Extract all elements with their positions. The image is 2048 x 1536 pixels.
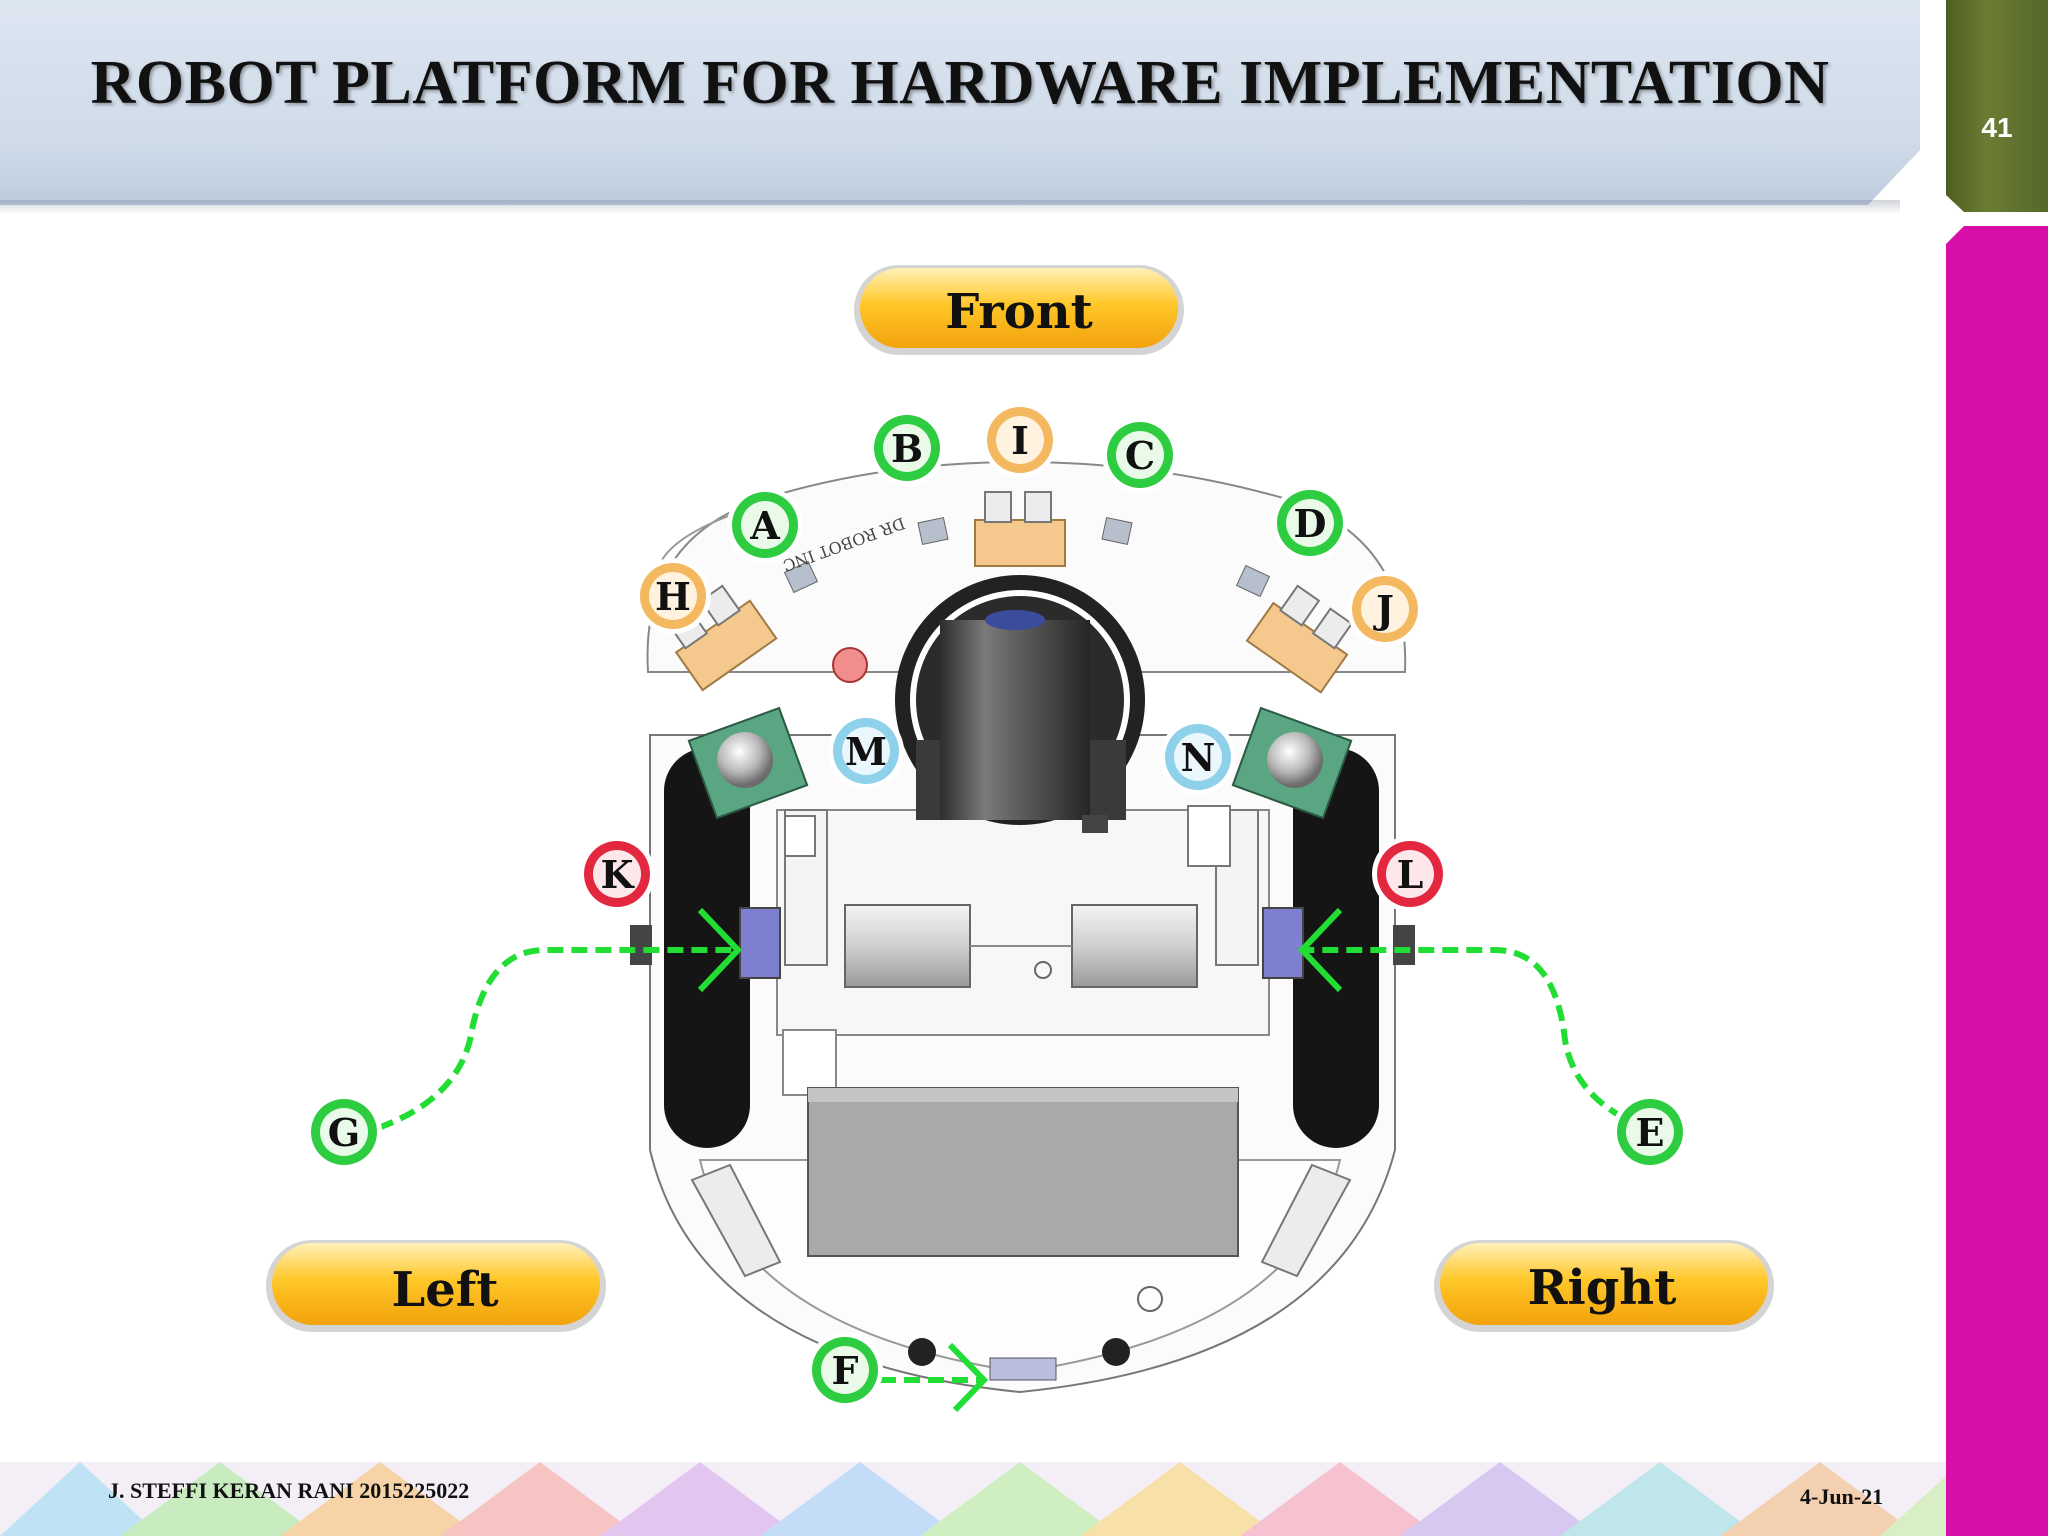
marker-J: J — [1347, 571, 1423, 647]
marker-L: L — [1372, 836, 1448, 912]
footer-band — [0, 1462, 1946, 1536]
marker-A: A — [727, 487, 803, 563]
marker-I: I — [982, 402, 1058, 478]
left-caster — [687, 706, 809, 820]
title-shadow — [0, 200, 1900, 214]
marker-M-label: M — [845, 729, 887, 774]
marker-N: N — [1160, 719, 1236, 795]
marker-B-label: B — [891, 426, 923, 471]
front-banner: Front — [854, 265, 1184, 355]
footer-date: 4-Jun-21 — [1800, 1484, 1884, 1509]
marker-K: K — [579, 836, 655, 912]
marker-D-label: D — [1294, 501, 1327, 546]
rear-caster-left — [908, 1338, 936, 1366]
left-label: Left — [391, 1262, 498, 1318]
marker-H-label: H — [655, 574, 691, 619]
slide-title: ROBOT PLATFORM FOR HARDWARE IMPLEMENTATI… — [90, 49, 1830, 117]
ir-sensors — [783, 516, 1271, 598]
rear-caster-right — [1102, 1338, 1130, 1366]
page-number: 41 — [1981, 112, 2013, 143]
title-bar — [0, 0, 1920, 205]
robot-body — [646, 460, 1407, 1394]
marker-L-label: L — [1397, 852, 1424, 897]
marker-E: E — [1612, 1094, 1688, 1170]
central-sensor-cylinder — [895, 575, 1145, 833]
footer-author: J. STEFFI KERAN RANI 2015225022 — [108, 1478, 470, 1503]
right-label: Right — [1528, 1260, 1677, 1316]
green-arrows — [376, 907, 1647, 1413]
marker-G: G — [306, 1094, 382, 1170]
right-banner: Right — [1434, 1240, 1774, 1332]
marker-N-label: N — [1181, 735, 1216, 780]
marker-B: B — [869, 410, 945, 486]
marker-F: F — [807, 1332, 883, 1408]
marker-H: H — [635, 558, 711, 634]
marker-F-label: F — [832, 1348, 859, 1393]
marker-K-label: K — [600, 852, 635, 897]
marker-C: C — [1102, 417, 1178, 493]
right-sonar-sensor — [1245, 584, 1354, 694]
marker-E-label: E — [1636, 1110, 1665, 1155]
front-sonar-sensor — [974, 491, 1066, 567]
marker-J-label: J — [1373, 587, 1394, 632]
marker-A-label: A — [749, 503, 780, 548]
marker-C-label: C — [1125, 433, 1155, 478]
marker-I-label: I — [1011, 418, 1029, 463]
left-banner: Left — [266, 1240, 606, 1332]
rear-sensor — [989, 1357, 1057, 1381]
marker-G-label: G — [328, 1110, 360, 1155]
side-accent-bar — [1946, 226, 2048, 1536]
marker-M: M — [828, 713, 904, 789]
right-caster — [1231, 706, 1353, 820]
marker-D: D — [1272, 485, 1348, 561]
front-label: Front — [945, 284, 1093, 340]
page-number-tab — [1946, 0, 2048, 212]
